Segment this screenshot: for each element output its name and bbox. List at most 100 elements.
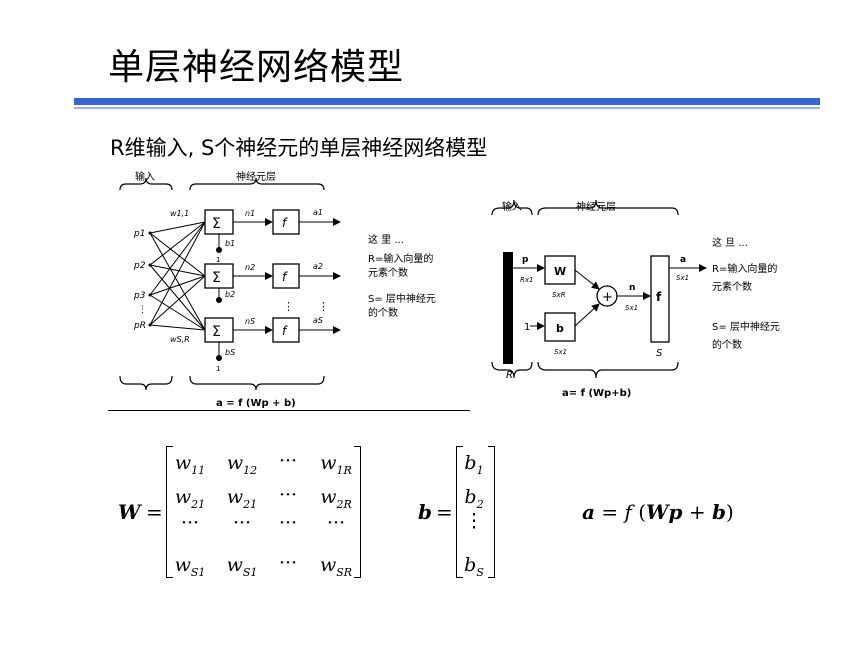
b-cell-1: b1 [464, 452, 484, 477]
svg-text:+: + [602, 290, 613, 305]
output-formula: a = f (Wp + b) [582, 500, 734, 524]
w-cell-3-3: ··· [278, 512, 298, 534]
svg-text:n: n [629, 283, 635, 293]
svg-text:SxR: SxR [552, 291, 566, 299]
w-cell-3-1: ··· [180, 512, 200, 534]
neuron-row-S: Σ nS f aS bS 1 [204, 316, 341, 373]
w-cell-2-2: w21 [226, 486, 258, 511]
left-equation: a = f (Wp + b) [216, 398, 296, 409]
w-cell-4-2: wS1 [226, 554, 258, 579]
svg-text:1: 1 [216, 365, 220, 373]
input-vector-bar [503, 252, 513, 364]
svg-text:Sx1: Sx1 [676, 274, 689, 282]
w-cell-2-3: ··· [278, 484, 298, 506]
transfer-function-box [650, 255, 670, 343]
layer-brace-top [189, 177, 325, 191]
svg-text:f: f [282, 216, 288, 230]
weight-connections [149, 221, 206, 331]
svg-text:Sx1: Sx1 [625, 304, 638, 312]
left-note-3: 元素个数 [368, 266, 408, 279]
w-matrix-symbol: W [118, 500, 141, 524]
svg-text:b: b [556, 322, 564, 335]
right-note-5: 的个数 [712, 338, 742, 351]
svg-text:aS: aS [313, 316, 323, 325]
w-cell-1-2: w12 [226, 452, 258, 477]
svg-text:Σ: Σ [212, 216, 221, 232]
svg-text:1: 1 [216, 256, 220, 264]
input-brace-bottom [119, 375, 173, 391]
svg-text:p: p [522, 255, 529, 265]
b-bracket-right [488, 446, 495, 578]
svg-text:a: a [680, 255, 686, 265]
right-label-layer: 神经元层 [576, 200, 616, 213]
right-network-figure: 输入 神经元层 R p Rx1 W SxR 1 b Sx1 + n Sx1 f … [491, 199, 780, 399]
bias-vector-box [544, 312, 576, 342]
w-cell-1-1: w11 [174, 452, 206, 477]
title-underline [74, 98, 820, 105]
weight-matrix-box [544, 255, 576, 285]
svg-text:n1: n1 [245, 209, 255, 218]
w-cell-1-3: ··· [278, 450, 298, 472]
weight-label-w11: w1,1 [170, 209, 189, 218]
input-p3: p3 [133, 291, 146, 301]
svg-text:Σ: Σ [212, 270, 221, 286]
svg-text:f: f [282, 270, 288, 284]
svg-text:W: W [554, 265, 566, 278]
left-label-layer: 神经元层 [236, 170, 276, 183]
left-note-4: S= 层中神经元 [368, 292, 436, 305]
right-label-input: 输入 [502, 200, 522, 213]
svg-text:a1: a1 [313, 208, 323, 217]
w-cell-2-1: w21 [174, 486, 206, 511]
left-label-input: 输入 [135, 170, 155, 183]
b-cell-3: ⋮ [464, 510, 484, 532]
w-cell-3-4: ··· [326, 512, 346, 534]
svg-text:Σ: Σ [212, 324, 221, 340]
svg-text:1: 1 [524, 322, 530, 333]
svg-text:nS: nS [245, 317, 255, 326]
w-cell-3-2: ··· [232, 512, 252, 534]
svg-text:Rx1: Rx1 [520, 276, 533, 284]
weight-label-wSR: wS,R [170, 335, 190, 344]
w-bracket-right [354, 446, 361, 578]
w-cell-4-3: ··· [278, 552, 298, 574]
b-bracket-left [456, 446, 463, 578]
left-note-1: 这 里 ... [368, 233, 404, 246]
w-cell-4-1: wS1 [174, 554, 206, 579]
b-equals-sign: = [436, 500, 453, 524]
b-vector-symbol: b [418, 500, 432, 524]
right-note-2: R=输入向量的 [712, 262, 777, 275]
b-cell-S: bS [464, 554, 484, 579]
title-underline-thin [74, 107, 820, 109]
svg-text:f: f [282, 324, 288, 338]
w-equals-sign: = [146, 500, 163, 524]
slide-title: 单层神经网络模型 [108, 47, 405, 88]
left-network-figure: 输入 神经元层 p1 p2 p3 pR ⋮ w1,1 wS,R Σ n1 f [119, 170, 436, 409]
right-equation: a= f (Wp+b) [562, 388, 631, 399]
svg-text:bS: bS [225, 348, 235, 357]
right-note-1: 这 旦 ... [712, 236, 748, 249]
w-cell-1-4: w1R [320, 452, 352, 477]
left-note-5: 的个数 [368, 306, 398, 319]
w-bracket-left [166, 446, 173, 578]
input-p1: p1 [133, 229, 145, 239]
w-cell-4-4: wSR [319, 554, 353, 579]
right-note-3: 元素个数 [712, 280, 752, 293]
svg-text:⋮: ⋮ [283, 300, 294, 313]
slide-subtitle: R维输入, S个神经元的单层神经网络模型 [110, 136, 488, 160]
input-p2: p2 [133, 261, 146, 271]
svg-text:⋮: ⋮ [318, 300, 329, 313]
layer-brace-bottom [189, 375, 325, 391]
svg-text:R: R [506, 370, 513, 381]
svg-text:Sx1: Sx1 [554, 348, 567, 356]
input-brace-top [119, 177, 173, 191]
b-cell-2: b2 [464, 486, 484, 511]
svg-text:S: S [656, 348, 663, 359]
w-cell-2-4: w2R [320, 486, 352, 511]
svg-text:f: f [656, 290, 662, 304]
input-pR: pR [133, 321, 146, 331]
svg-text:n2: n2 [245, 263, 255, 272]
input-ellipsis: ⋮ [138, 305, 147, 315]
svg-text:a2: a2 [313, 262, 323, 271]
neuron-row-1: Σ n1 f a1 b1 1 [204, 208, 341, 264]
